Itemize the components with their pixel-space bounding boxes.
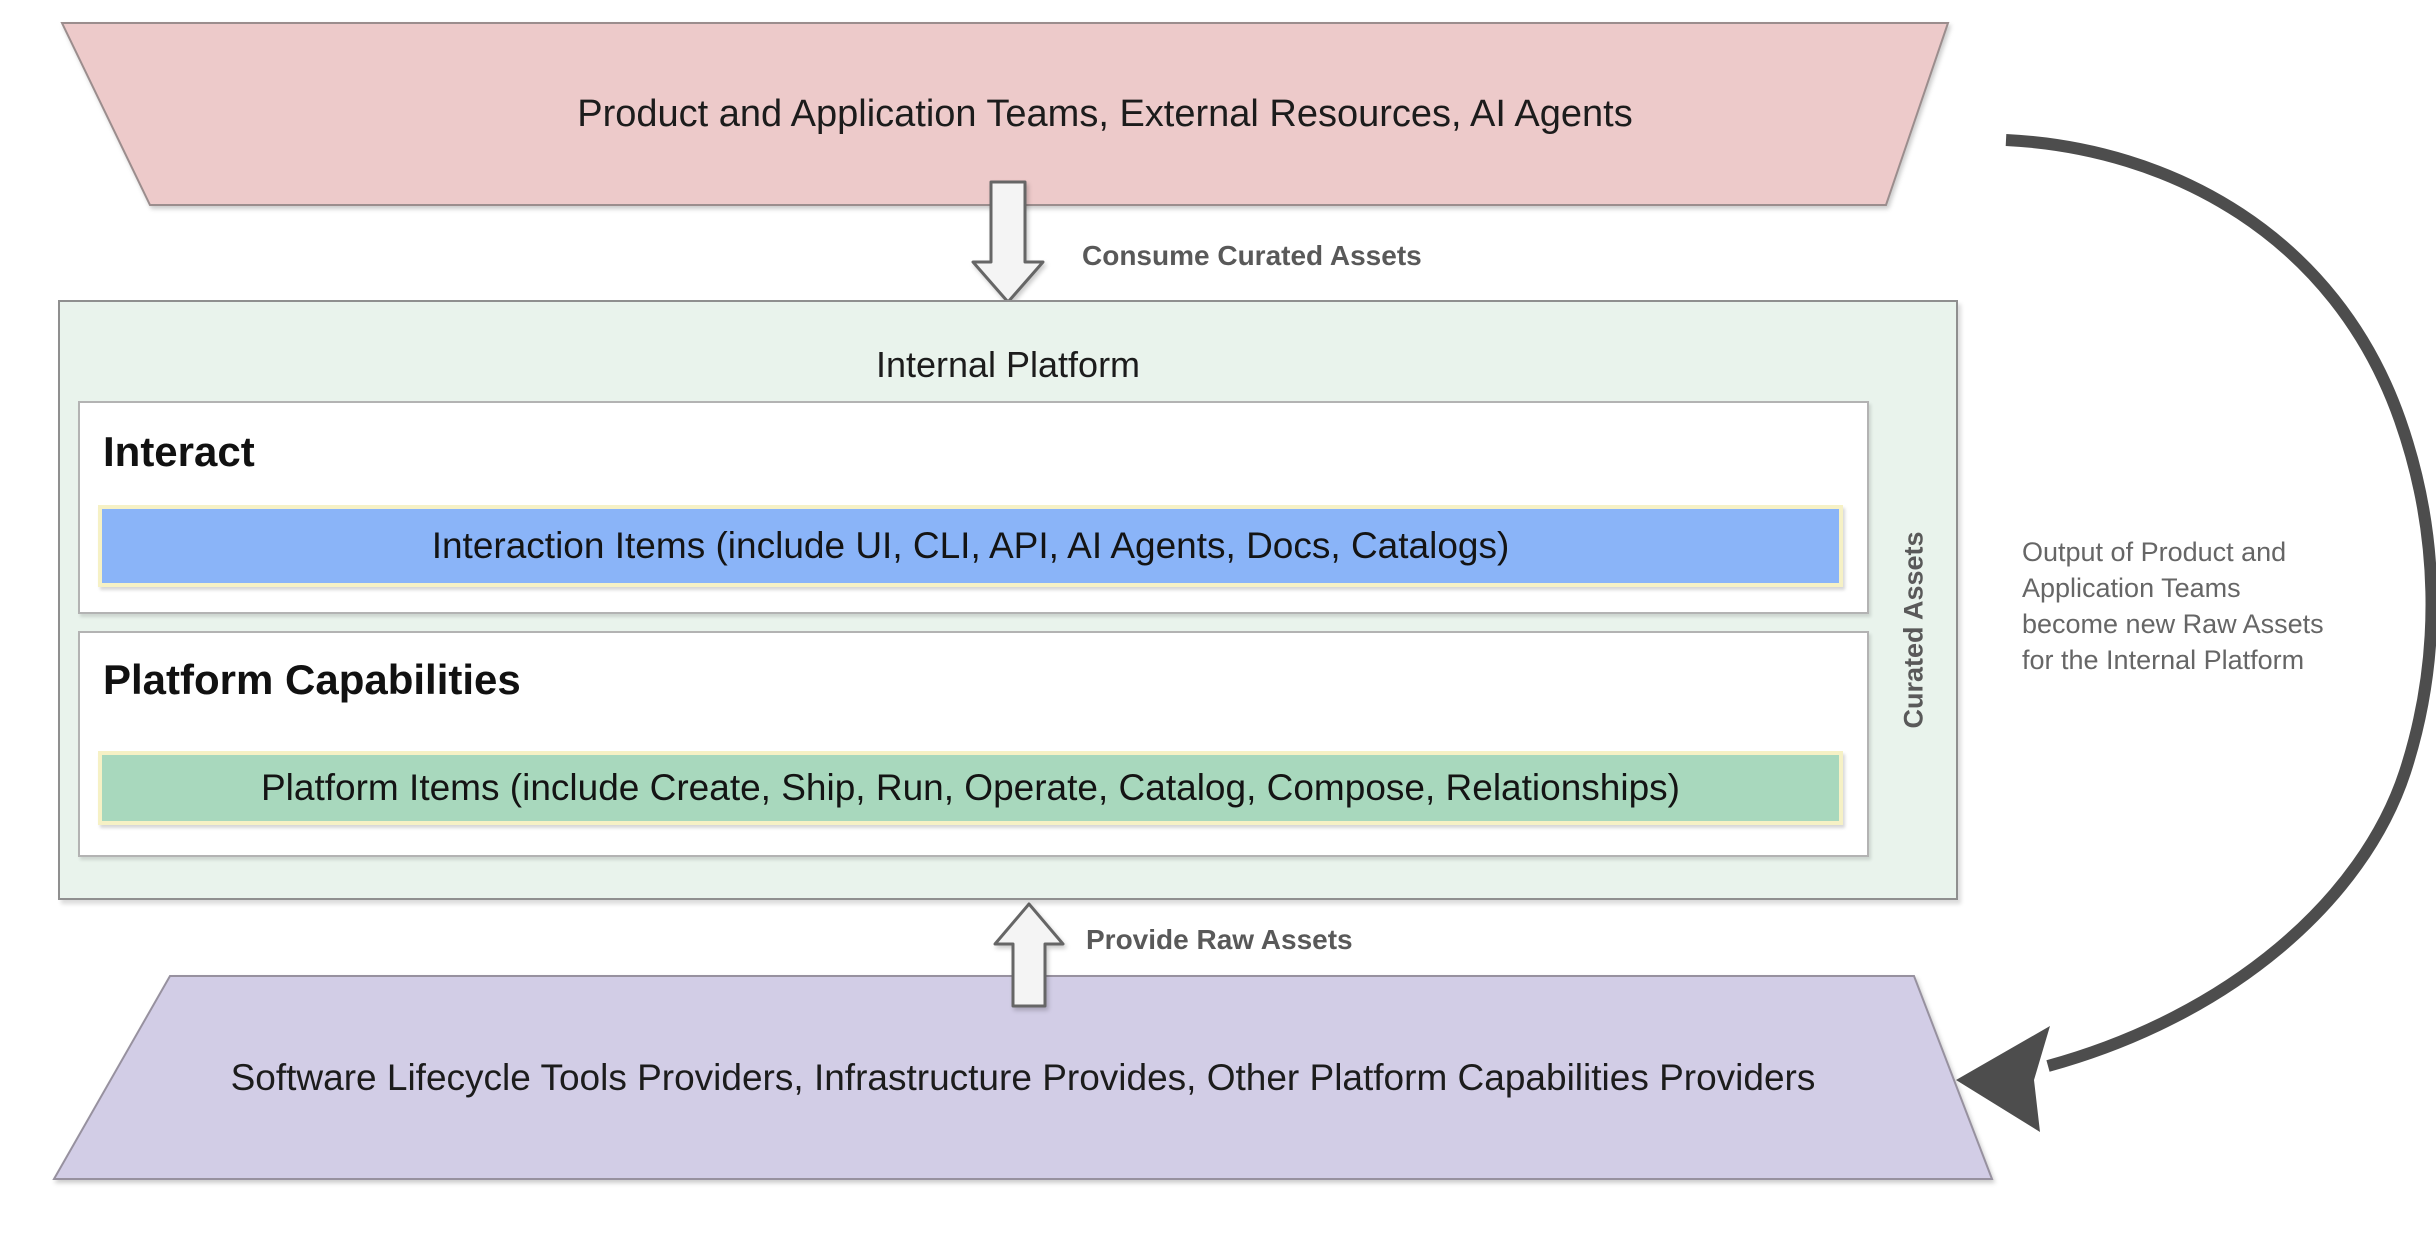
annotation-line: Application Teams — [2022, 573, 2241, 603]
consume-flow-label: Consume Curated Assets — [1082, 240, 1422, 271]
bottom-band-text: Software Lifecycle Tools Providers, Infr… — [230, 1056, 1816, 1098]
bottom-trapezoid-shape — [52, 975, 1994, 1180]
provide-flow-label: Provide Raw Assets — [1086, 924, 1353, 955]
interaction-items-bar: Interaction Items (include UI, CLI, API,… — [98, 505, 1843, 587]
annotation-line: for the Internal Platform — [2022, 645, 2305, 675]
platform-title: Internal Platform — [875, 344, 1141, 385]
platform-capabilities-heading: Platform Capabilities — [103, 656, 521, 703]
curated-assets-side-label: Curated Assets — [1898, 531, 1929, 729]
consume-arrow-icon — [971, 180, 1045, 304]
interact-heading: Interact — [103, 428, 255, 475]
annotation-line: become new Raw Assets — [2022, 609, 2324, 639]
top-band-label: Product and Application Teams, External … — [162, 23, 2048, 205]
provide-arrow-icon — [993, 902, 1065, 1008]
feedback-curve-arrow-icon — [2005, 134, 2436, 1072]
platform-items-label: Platform Items (include Create, Ship, Ru… — [261, 767, 1680, 808]
interaction-items-label: Interaction Items (include UI, CLI, API,… — [431, 525, 1510, 566]
platform-items-bar: Platform Items (include Create, Ship, Ru… — [98, 751, 1843, 825]
bottom-band-label: Software Lifecycle Tools Providers, Infr… — [54, 976, 1992, 1179]
feedback-annotation: Output of Product and Application Teams … — [2022, 534, 2422, 678]
top-trapezoid-shape — [60, 22, 1950, 206]
top-band-text: Product and Application Teams, External … — [577, 92, 1633, 135]
feedback-curve-arrowhead-icon — [1956, 1026, 2050, 1132]
annotation-line: Output of Product and — [2022, 537, 2287, 567]
